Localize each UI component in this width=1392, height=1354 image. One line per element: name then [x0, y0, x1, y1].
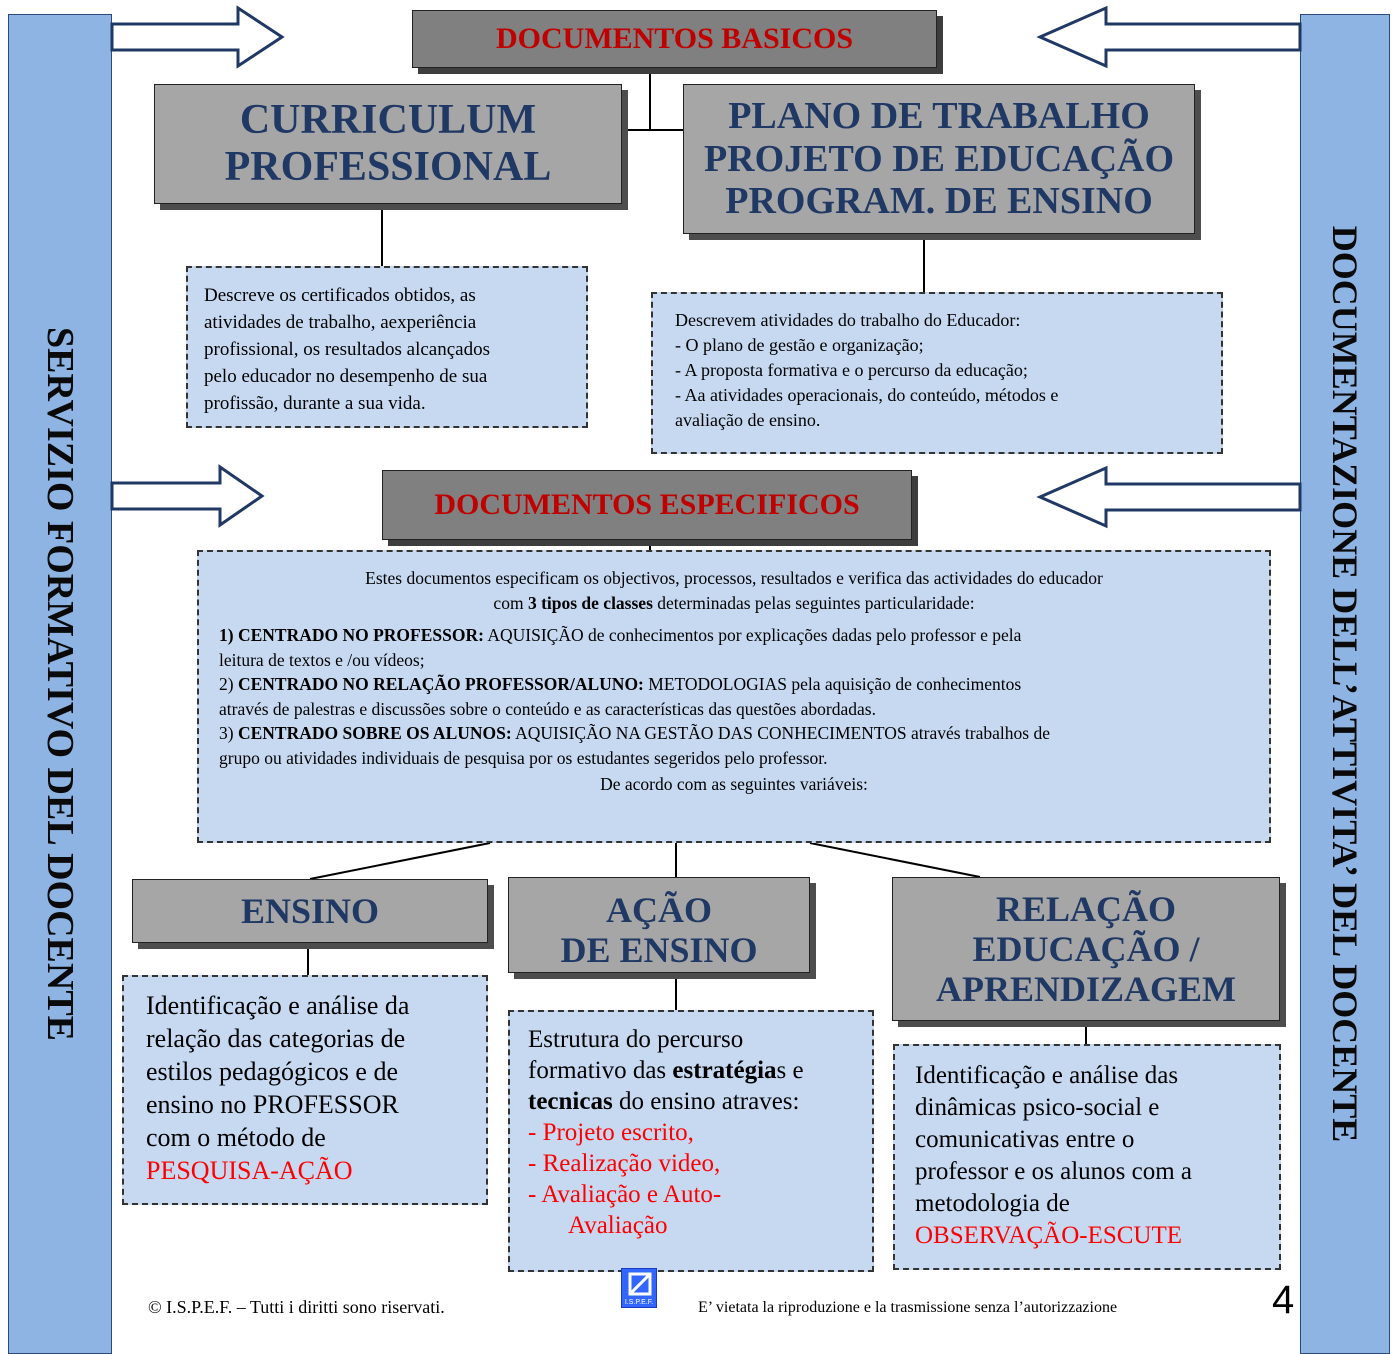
- curriculum-desc-line: atividades de trabalho, aexperiência: [204, 312, 477, 333]
- documentos-basicos-header: DOCUMENTOS BASICOS: [412, 10, 937, 68]
- acao-description: Estrutura do percurso formativo das estr…: [508, 1010, 874, 1272]
- footer-copyright: © I.S.P.E.F. – Tutti i diritti sono rise…: [148, 1297, 445, 1317]
- arrows-layer: [110, 5, 1302, 529]
- ensino-description: Identificação e análise da relação das c…: [122, 975, 488, 1205]
- documentos-basicos-title: DOCUMENTOS BASICOS: [495, 22, 854, 55]
- documentos-especificos-title: DOCUMENTOS ESPECIFICOS: [434, 488, 860, 521]
- ensino-desc-line: relação das categorias de: [146, 1024, 406, 1053]
- curriculum-box: CURRICULUM PROFESSIONAL: [154, 84, 622, 204]
- especificos-closing: De acordo com as seguintes variáveis:: [600, 774, 868, 794]
- acao-desc-line: formativo das estratégias e: [528, 1057, 804, 1084]
- footer-notice: E’ vietata la riproduzione e la trasmiss…: [698, 1299, 1118, 1316]
- right-arrow-icon: [110, 464, 265, 528]
- plano-desc-line: - Aa atividades operacionais, do conteúd…: [675, 385, 1059, 405]
- especificos-intro: Estes documentos especificam os objectiv…: [219, 566, 1249, 615]
- ensino-desc-line: com o método de: [146, 1123, 326, 1152]
- relacao-description: Identificação e análise das dinâmicas ps…: [893, 1044, 1281, 1270]
- relacao-title-line2: EDUCAÇÃO /: [972, 928, 1200, 969]
- acao-box: AÇÃO DE ENSINO: [508, 877, 810, 973]
- curriculum-title-line1: CURRICULUM: [239, 96, 537, 143]
- plano-box: PLANO DE TRABALHO PROJETO DE EDUCAÇÃO PR…: [683, 84, 1195, 234]
- plano-desc-line: - A proposta formativa e o percurso da e…: [675, 360, 1028, 380]
- plano-title-line1: PLANO DE TRABALHO: [728, 95, 1150, 138]
- connector-line: [809, 842, 981, 878]
- acao-title-line2: DE ENSINO: [560, 930, 758, 971]
- relacao-desc-line: professor e os alunos com a: [915, 1158, 1193, 1185]
- logo-icon: [628, 1272, 652, 1296]
- acao-red-line: Avaliação: [568, 1212, 668, 1239]
- ispef-logo: I.S.P.E.F.: [621, 1268, 657, 1308]
- plano-title-line2: PROJETO DE EDUCAÇÃO: [703, 137, 1175, 180]
- acao-red-line: - Avaliação e Auto-: [528, 1181, 722, 1208]
- logo-text: I.S.P.E.F.: [624, 1299, 654, 1306]
- page-number: 4: [1272, 1278, 1295, 1322]
- right-arrow-icon: [110, 5, 285, 69]
- relacao-title-line3: APRENDIZAGEM: [935, 969, 1236, 1010]
- documentos-especificos-header: DOCUMENTOS ESPECIFICOS: [382, 470, 912, 540]
- plano-desc-line: avaliação de ensino.: [675, 410, 821, 430]
- curriculum-description: Descreve os certificados obtidos, as ati…: [186, 266, 588, 428]
- relacao-desc-line: metodologia de: [915, 1190, 1070, 1217]
- left-sidebar: SERVIZIO FORMATIVO DEL DOCENTE: [8, 14, 112, 1354]
- relacao-box: RELAÇÃO EDUCAÇÃO / APRENDIZAGEM: [892, 877, 1280, 1021]
- acao-title-line1: AÇÃO: [606, 890, 712, 930]
- ensino-highlight: PESQUISA-AÇÃO: [146, 1156, 353, 1185]
- relacao-highlight: OBSERVAÇÃO-ESCUTE: [915, 1222, 1183, 1249]
- curriculum-desc-line: profissão, durante a sua vida.: [204, 393, 426, 414]
- curriculum-title-line2: PROFESSIONAL: [224, 144, 552, 190]
- especificos-intro-line1: Estes documentos especificam os objectiv…: [365, 568, 1103, 588]
- acao-desc-line: tecnicas do ensino atraves:: [528, 1088, 800, 1115]
- especificos-intro-line2: com 3 tipos de classes determinadas pela…: [493, 592, 975, 613]
- plano-desc-line: Descrevem atividades do trabalho do Educ…: [675, 310, 1021, 330]
- left-arrow-icon: [1036, 5, 1302, 69]
- relacao-title-line1: RELAÇÃO: [995, 888, 1177, 929]
- ensino-desc-line: estilos pedagógicos e de: [146, 1057, 398, 1086]
- ensino-desc-line: Identificação e análise da: [146, 991, 410, 1020]
- relacao-desc-line: dinâmicas psico-social e: [915, 1094, 1160, 1121]
- connector-line: [309, 842, 491, 880]
- curriculum-desc-line: Descreve os certificados obtidos, as: [204, 285, 476, 306]
- especificos-description: Estes documentos especificam os objectiv…: [197, 550, 1271, 843]
- plano-desc-line: - O plano de gestão e organização;: [675, 335, 924, 355]
- relacao-desc-line: comunicativas entre o: [915, 1126, 1135, 1153]
- ensino-desc-line: ensino no PROFESSOR: [146, 1090, 399, 1119]
- acao-desc-line: Estrutura do percurso: [528, 1026, 744, 1053]
- curriculum-desc-line: pelo educador no desempenho de sua: [204, 366, 488, 387]
- especificos-item-2: 2) CENTRADO NO RELAÇÃO PROFESSOR/ALUNO: …: [219, 674, 1022, 719]
- relacao-desc-line: Identificação e análise das: [915, 1062, 1179, 1089]
- especificos-item-3: 3) CENTRADO SOBRE OS ALUNOS: AQUISIÇÃO N…: [219, 723, 1050, 768]
- especificos-item-1: 1) CENTRADO NO PROFESSOR: AQUISIÇÃO de c…: [219, 625, 1022, 670]
- left-arrow-icon: [1036, 465, 1302, 529]
- acao-red-line: - Projeto escrito,: [528, 1119, 694, 1146]
- ensino-box: ENSINO: [132, 879, 488, 943]
- acao-red-line: - Realização video,: [528, 1150, 721, 1177]
- plano-description: Descrevem atividades do trabalho do Educ…: [651, 292, 1223, 454]
- ensino-title: ENSINO: [240, 890, 380, 931]
- plano-title-line3: PROGRAM. DE ENSINO: [725, 180, 1153, 223]
- curriculum-desc-line: profissional, os resultados alcançados: [204, 339, 490, 360]
- right-sidebar: DOCUMENTAZIONE DELL’ATTIVITA’ DEL DOCENT…: [1300, 14, 1390, 1354]
